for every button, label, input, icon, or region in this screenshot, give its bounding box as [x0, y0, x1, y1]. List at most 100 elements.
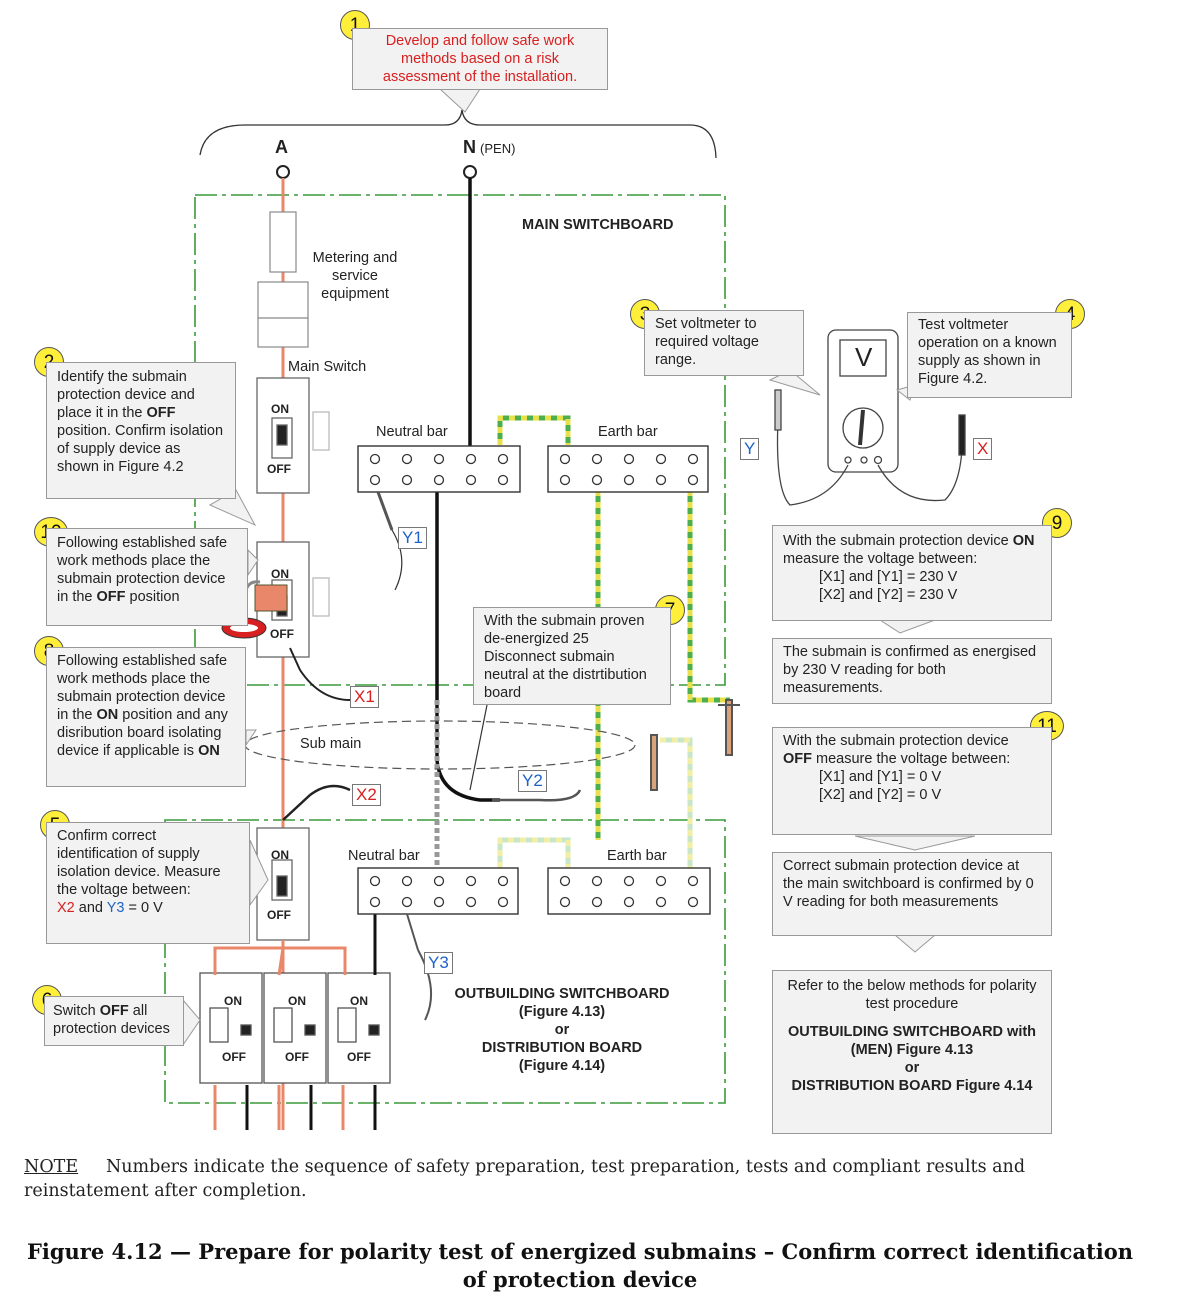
protection-on-1: ON [224, 994, 242, 1008]
step-4-callout: Test voltmeter operation on a known supp… [907, 312, 1072, 398]
step-9-text-pre: With the submain protection device [783, 533, 1013, 549]
step-8-callout: Following established safe work methods … [46, 647, 246, 787]
energised-result-text: The submain is confirmed as energised by… [783, 644, 1037, 696]
step-6-text-bold: OFF [99, 1003, 129, 1019]
figure-caption: Figure 4.12 — Prepare for polarity test … [26, 1239, 1134, 1292]
step-6-callout: Switch OFF all protection devices [44, 996, 184, 1046]
step-4-text: Test voltmeter operation on a known supp… [918, 317, 1057, 387]
probe-x: X [973, 438, 993, 460]
main-switchboard-label: MAIN SWITCHBOARD [522, 217, 674, 233]
step-10-text-pre: Following established safe work methods … [57, 535, 228, 605]
protection-on-3: ON [350, 994, 368, 1008]
step-5-x: X2 [57, 900, 75, 916]
protection-off-2: OFF [285, 1050, 309, 1064]
label-pen: (PEN) [480, 141, 516, 156]
protection-on-2: ON [288, 994, 306, 1008]
step-1-callout: Develop and follow safe work methods bas… [352, 28, 608, 90]
probe-x2: X2 [352, 784, 381, 806]
earth-bar-label: Earth bar [598, 424, 658, 440]
refer-outbuilding: OUTBUILDING SWITCHBOARD with (MEN) Figur… [787, 1024, 1037, 1058]
outbuilding-enclosure [164, 819, 726, 1104]
step-10-text-bold: OFF [96, 589, 126, 605]
voltmeter-v: V [855, 342, 873, 372]
main-switch [256, 377, 330, 494]
step-2-text-pre: Identify the submain protection device a… [57, 369, 195, 421]
step-5-y: Y3 [106, 900, 125, 916]
note-text: Numbers indicate the sequence of safety … [24, 1157, 1026, 1201]
earth-bar-label-2: Earth bar [607, 848, 667, 864]
label-n: N (PEN) [463, 138, 515, 158]
step-8-text-mid: position and any disribution board isola… [57, 707, 228, 759]
refer-or: or [904, 1060, 920, 1076]
step-6-text-post: all protection devices [53, 1003, 170, 1037]
correct-result: Correct submain protection device at the… [772, 852, 1052, 936]
step-5-mid: and [74, 900, 107, 916]
refer-box: Refer to the below methods for polarity … [772, 970, 1052, 1134]
probe-x1: X1 [350, 686, 379, 708]
step-9-text-bold: ON [1012, 533, 1035, 549]
refer-distribution: DISTRIBUTION BOARD Figure 4.14 [791, 1078, 1033, 1094]
step-7-text: With the submain proven de-energized 25 … [484, 613, 647, 701]
step-11-text-bold: OFF [783, 751, 812, 767]
step-9-row-2: [X2] and [Y2] = 230 V [819, 587, 958, 603]
step-5-text: Confirm correct identification of supply… [57, 828, 221, 898]
step-3-text: Set voltmeter to required voltage range. [655, 316, 759, 368]
terminal-screws [369, 453, 699, 908]
note: NOTE Numbers indicate the sequence of sa… [24, 1155, 1104, 1203]
outbuilding-label: OUTBUILDING SWITCHBOARD (Figure 4.13) or… [454, 986, 670, 1074]
label-n-letter: N [463, 137, 476, 157]
step-8-text-bold2: ON [198, 743, 220, 759]
probe-y2: Y2 [518, 770, 547, 792]
metering-equipment [257, 211, 309, 348]
isolation-off: OFF [267, 908, 291, 922]
step-9-text-post: measure the voltage between: [783, 551, 978, 567]
metering-label: Metering and service equipment [312, 250, 398, 302]
step-11-row-2: [X2] and [Y2] = 0 V [819, 787, 942, 803]
neutral-conductor [435, 178, 500, 802]
correct-result-text: Correct submain protection device at the… [783, 858, 1034, 910]
step-11-text-pre: With the submain protection device [783, 733, 1009, 749]
step-5-post: = 0 V [124, 900, 163, 916]
step-7-callout: With the submain proven de-energized 25 … [473, 607, 671, 705]
pointer-lines [469, 704, 488, 791]
neutral-bar-label: Neutral bar [376, 424, 448, 440]
step-2-text-post: position. Confirm isolation of supply de… [57, 423, 224, 475]
step-6-text-pre: Switch [53, 1003, 100, 1019]
main-switch-label: Main Switch [288, 359, 367, 375]
note-prefix: NOTE [24, 1157, 79, 1177]
step-5-callout: Confirm correct identification of supply… [46, 822, 250, 944]
probe-y1: Y1 [398, 527, 427, 549]
protection-devices [199, 972, 391, 1084]
step-9-row-1: [X1] and [Y1] = 230 V [819, 569, 958, 585]
step-11-text-post: measure the voltage between: [812, 751, 1011, 767]
probe-y: Y [740, 438, 760, 460]
step-3-callout: Set voltmeter to required voltage range. [644, 310, 804, 376]
step-1-text: Develop and follow safe work methods bas… [382, 33, 578, 85]
step-8-text-pre: Following established safe work methods … [57, 653, 228, 723]
submain-off: OFF [270, 627, 294, 641]
protection-off-3: OFF [347, 1050, 371, 1064]
step-10-callout: Following established safe work methods … [46, 528, 248, 626]
main-switch-off: OFF [267, 462, 291, 476]
sub-main-label: Sub main [300, 736, 362, 752]
step-8-text-bold1: ON [96, 707, 119, 723]
refer-intro: Refer to the below methods for polarity … [787, 978, 1037, 1012]
step-10-text-post: position [125, 589, 180, 605]
step-2-text-bold: OFF [146, 405, 176, 421]
energised-result: The submain is confirmed as energised by… [772, 638, 1052, 704]
isolation-on: ON [271, 848, 289, 862]
step-11-callout: With the submain protection device OFF m… [772, 727, 1052, 835]
label-a: A [275, 137, 288, 157]
neutral-bar-label-2: Neutral bar [348, 848, 420, 864]
main-switch-on: ON [271, 402, 289, 416]
voltmeter-icon [774, 329, 966, 506]
step-11-row-1: [X1] and [Y1] = 0 V [819, 769, 942, 785]
test-probes [282, 491, 582, 1021]
supply-brace [199, 109, 717, 159]
step-2-callout: Identify the submain protection device a… [46, 362, 236, 499]
protection-off-1: OFF [222, 1050, 246, 1064]
submain-on: ON [271, 567, 289, 581]
step-9-callout: With the submain protection device ON me… [772, 525, 1052, 621]
probe-y3: Y3 [424, 952, 453, 974]
